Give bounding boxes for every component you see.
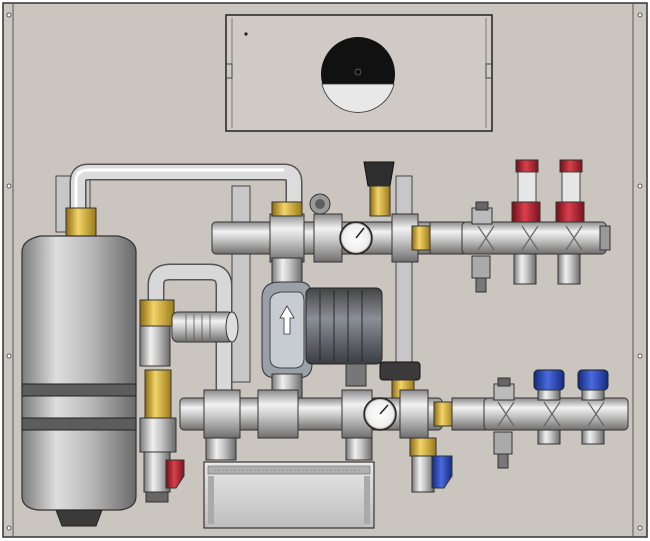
return-manifold — [483, 369, 629, 469]
pressure-gauge-lower — [363, 397, 397, 431]
bypass-loop-pipe — [147, 263, 233, 400]
outlet-ports-bottom — [537, 429, 605, 445]
manifold-drain-bottom — [493, 431, 513, 469]
expansion-vessel — [21, 207, 137, 527]
flow-meter-1 — [511, 159, 541, 223]
air-vent — [363, 161, 395, 217]
flow-meter-2 — [555, 159, 585, 223]
manifold-air-vent-bottom — [493, 377, 515, 401]
control-box — [225, 14, 493, 132]
drain-valve-right — [409, 437, 453, 493]
sensor-fitting-lower — [205, 437, 373, 461]
outlet-ports-top — [513, 253, 581, 285]
circulation-pump — [261, 257, 383, 405]
thermostatic-mixing-valve — [139, 299, 239, 453]
plate-heat-exchanger — [203, 461, 375, 529]
upper-supply-pipe — [211, 201, 465, 263]
drain-valve-left — [143, 451, 185, 503]
display-window — [321, 37, 395, 113]
pressure-gauge-upper — [339, 221, 373, 255]
zone-valve-cap-2 — [577, 369, 609, 401]
manifold-air-vent-top — [471, 201, 493, 225]
manifold-drain-top — [471, 255, 491, 293]
sensor-fitting — [309, 193, 331, 215]
supply-manifold — [461, 159, 611, 293]
vessel-connection-pipe — [69, 163, 303, 220]
zone-valve-cap-1 — [533, 369, 565, 401]
